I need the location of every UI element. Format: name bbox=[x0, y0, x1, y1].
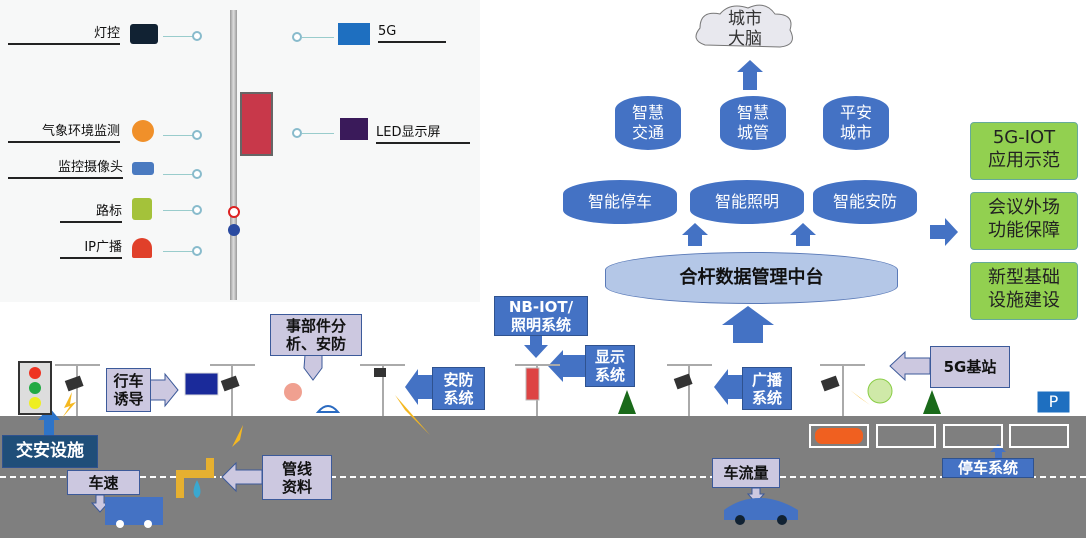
label-weather: 气象环境监测 bbox=[8, 120, 120, 143]
outcome-conference: 会议外场 功能保障 bbox=[970, 192, 1078, 250]
connector-dot bbox=[192, 205, 202, 215]
road-sign-icon bbox=[132, 198, 152, 220]
guidance-screen-icon bbox=[184, 372, 219, 396]
lane-divider bbox=[0, 476, 1086, 478]
arrow-left-broadcast bbox=[714, 369, 742, 405]
pole-led-banner bbox=[240, 92, 273, 156]
cylinder-safe-city: 平安 城市 bbox=[823, 96, 889, 150]
arrow-left-security bbox=[405, 369, 432, 405]
outcome-5g-iot: 5G-IOT 应用示范 bbox=[970, 122, 1078, 180]
label-light-control: 灯控 bbox=[8, 22, 120, 45]
box-event-analysis: 事部件分 析、安防 bbox=[270, 314, 362, 356]
label-road-sign: 路标 bbox=[60, 200, 122, 223]
lightning-icons bbox=[62, 390, 870, 447]
light-control-icon bbox=[130, 24, 158, 44]
data-platform-cylinder: 合杆数据管理中台 bbox=[605, 252, 898, 304]
box-parking-system: 停车系统 bbox=[942, 458, 1034, 478]
car-icon bbox=[724, 498, 798, 525]
arrow-up bbox=[790, 223, 816, 246]
cylinder-smart-traffic: 智慧 交通 bbox=[615, 96, 681, 150]
tree-icon bbox=[618, 390, 941, 414]
box-speed: 车速 bbox=[67, 470, 140, 495]
camera-icon bbox=[132, 162, 154, 175]
charging-pile-icon bbox=[867, 378, 893, 404]
arrow-left-pipeline bbox=[221, 461, 263, 493]
display-pole-screen-icon bbox=[525, 367, 540, 401]
street-lamps bbox=[55, 364, 865, 416]
cylinder-smart-lighting: 智能照明 bbox=[690, 180, 804, 224]
no-parking-sign bbox=[228, 206, 240, 218]
arrow-up-parking bbox=[990, 444, 1006, 458]
parking-slots bbox=[809, 424, 1069, 448]
parking-sign-label: P bbox=[1048, 392, 1059, 411]
arrow-up bbox=[682, 223, 708, 246]
label-camera: 监控摄像头 bbox=[8, 156, 123, 179]
led-screen-icon bbox=[340, 118, 368, 140]
direction-sign bbox=[228, 224, 240, 236]
arrow-left-5g bbox=[889, 350, 931, 382]
arrow-left-display bbox=[548, 350, 585, 382]
label-5g: 5G bbox=[378, 24, 446, 43]
pipe-icon bbox=[176, 458, 214, 498]
arrow-down-event bbox=[303, 354, 323, 381]
label-led-screen: LED显示屏 bbox=[376, 121, 470, 144]
truck-icon bbox=[105, 497, 163, 528]
arrow-up-big bbox=[722, 306, 774, 343]
weather-icon bbox=[132, 120, 154, 142]
box-display-system: 显示 系统 bbox=[585, 345, 635, 387]
traffic-light-icon bbox=[18, 361, 52, 415]
label-ip-broadcast: IP广播 bbox=[60, 236, 122, 259]
box-security-system: 安防 系统 bbox=[432, 367, 485, 410]
box-broadcast-system: 广播 系统 bbox=[742, 367, 792, 410]
outcome-infrastructure: 新型基础 设施建设 bbox=[970, 262, 1078, 320]
connector-dot bbox=[192, 169, 202, 179]
box-driving-guidance: 行车 诱导 bbox=[106, 368, 151, 412]
box-traffic-facility: 交安设施 bbox=[2, 435, 98, 468]
arrow-right-guidance bbox=[149, 372, 179, 408]
connector-dot bbox=[192, 246, 202, 256]
sensor-icons bbox=[64, 368, 840, 392]
cylinder-smart-security: 智能安防 bbox=[813, 180, 917, 224]
cloud-city-brain: 城市 大脑 bbox=[728, 9, 762, 50]
connector-dot bbox=[192, 130, 202, 140]
box-5g-station: 5G基站 bbox=[930, 346, 1010, 388]
pedestrian-umbrella-icon bbox=[284, 383, 302, 401]
connector-dot bbox=[192, 31, 202, 41]
box-nbiot-lighting: NB-IOT/ 照明系统 bbox=[494, 296, 588, 336]
cloud-shape bbox=[695, 4, 793, 48]
arrow-up-to-cloud bbox=[737, 60, 763, 90]
box-pipeline-data: 管线 资料 bbox=[262, 455, 332, 500]
arrow-right bbox=[930, 218, 958, 246]
connector-dot bbox=[292, 32, 302, 42]
cylinder-smart-parking: 智能停车 bbox=[563, 180, 677, 224]
parking-sign-box bbox=[1036, 390, 1071, 414]
arrow-down-speed bbox=[90, 494, 110, 513]
alarm-light-icon bbox=[132, 238, 152, 258]
arrow-down-nbiot bbox=[524, 336, 548, 358]
connector-dot bbox=[292, 128, 302, 138]
box-traffic-flow: 车流量 bbox=[712, 458, 780, 488]
5g-icon bbox=[338, 23, 370, 45]
smart-pole bbox=[230, 10, 237, 300]
cylinder-smart-management: 智慧 城管 bbox=[720, 96, 786, 150]
fish-icon bbox=[315, 405, 341, 413]
parked-car-icon bbox=[815, 428, 863, 444]
